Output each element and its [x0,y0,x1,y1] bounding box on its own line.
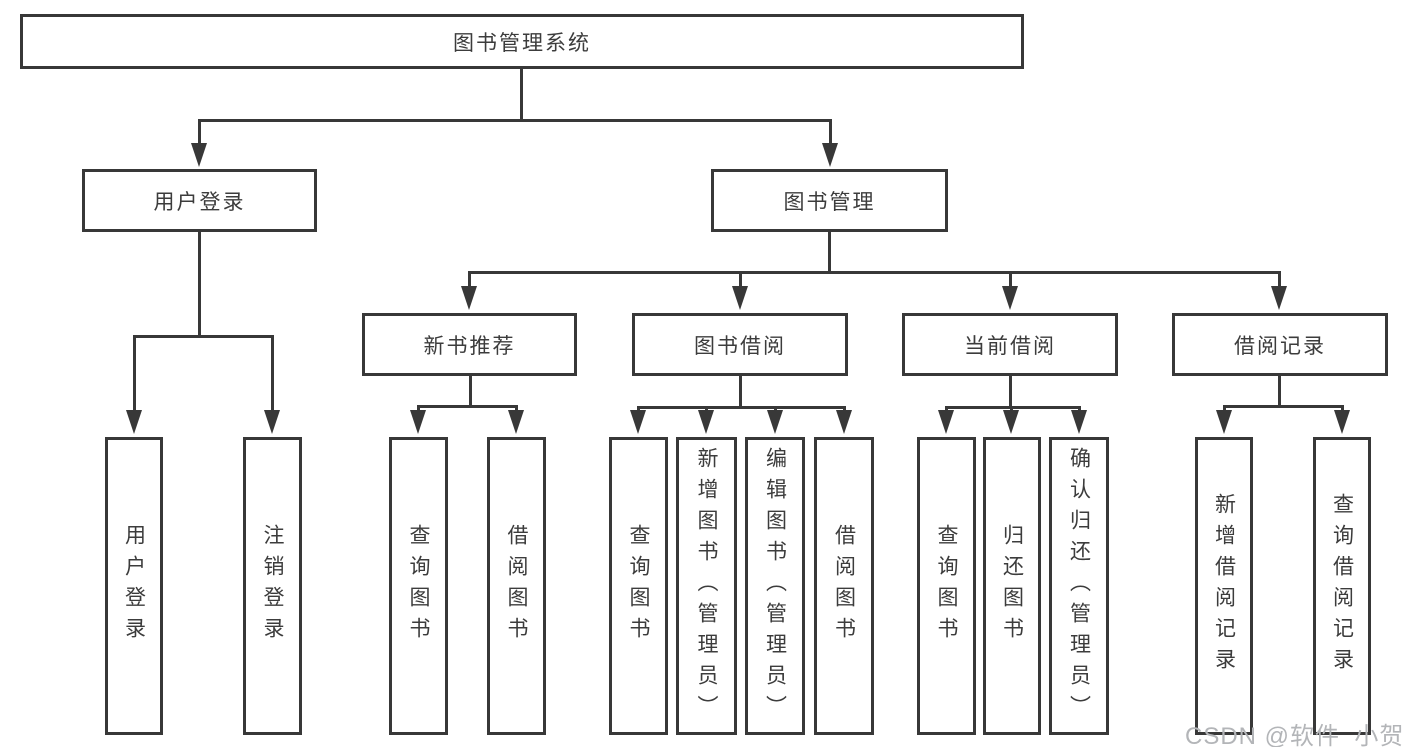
connector-line [1278,376,1281,408]
leaf-borrow-books-label: 借阅图书 [832,524,856,648]
node-book-management-label: 图书管理 [783,190,876,214]
connector-line [1278,271,1281,300]
leaf-query-books-recommend-label: 查询图书 [407,524,430,648]
node-new-book-recommend-label: 新书推荐 [423,334,516,358]
arrowhead-down-icon [126,410,142,434]
leaf-confirm-return-admin: 确认归还（管理员） [1049,437,1109,735]
connector-line [417,405,518,408]
leaf-logout-label: 注销登录 [261,524,284,648]
leaf-user-login: 用户登录 [105,437,163,735]
connector-line [1223,405,1344,408]
arrowhead-down-icon [1216,410,1232,434]
leaf-borrow-books-recommend: 借阅图书 [487,437,546,735]
arrowhead-down-icon [508,410,524,434]
leaf-confirm-return-admin-label: 确认归还（管理员） [1067,446,1091,726]
node-current-borrowing: 当前借阅 [902,313,1118,376]
node-book-borrowing-label: 图书借阅 [694,334,786,358]
leaf-add-borrow-record: 新增借阅记录 [1195,437,1253,735]
leaf-add-borrow-record-label: 新增借阅记录 [1212,493,1236,679]
arrowhead-down-icon [410,410,426,434]
connector-line [198,119,201,157]
connector-line [133,335,136,424]
leaf-add-books-admin: 新增图书（管理员） [676,437,737,735]
arrowhead-down-icon [938,410,954,434]
connector-line [637,406,846,409]
leaf-logout: 注销登录 [243,437,302,735]
connector-line [829,119,832,157]
csdn-watermark: CSDN @软件_小贺同学 [1185,723,1405,747]
arrowhead-down-icon [1334,410,1350,434]
connector-line [468,271,471,300]
arrowhead-down-icon [461,286,477,310]
leaf-borrow-books: 借阅图书 [814,437,874,735]
connector-line [468,271,1281,274]
arrowhead-down-icon [264,410,280,434]
arrowhead-down-icon [732,286,748,310]
node-library-system: 图书管理系统 [20,14,1024,69]
connector-line [945,406,1081,409]
leaf-query-books-borrowing: 查询图书 [609,437,668,735]
leaf-borrow-books-recommend-label: 借阅图书 [505,524,528,648]
arrowhead-down-icon [698,410,714,434]
arrowhead-down-icon [630,410,646,434]
leaf-return-books: 归还图书 [983,437,1041,735]
arrowhead-down-icon [1002,286,1018,310]
connector-line [469,376,472,408]
connector-line [271,335,274,424]
arrowhead-down-icon [822,143,838,167]
arrowhead-down-icon [1071,410,1087,434]
connector-line [198,232,201,338]
connector-line [520,69,523,122]
arrowhead-down-icon [767,410,783,434]
connector-line [739,376,742,409]
leaf-user-login-label: 用户登录 [122,524,146,648]
node-borrowing-records-label: 借阅记录 [1234,334,1326,358]
node-new-book-recommend: 新书推荐 [362,313,577,376]
leaf-query-books-current-label: 查询图书 [935,524,958,648]
arrowhead-down-icon [1003,410,1019,434]
leaf-edit-books-admin: 编辑图书（管理员） [745,437,805,735]
leaf-query-books-recommend: 查询图书 [389,437,448,735]
node-current-borrowing-label: 当前借阅 [964,334,1056,358]
leaf-edit-books-admin-label: 编辑图书（管理员） [763,446,787,726]
node-book-management: 图书管理 [711,169,948,232]
leaf-query-borrow-record-label: 查询借阅记录 [1330,493,1354,679]
connector-line [1009,271,1012,300]
node-user-login: 用户登录 [82,169,317,232]
connector-line [739,271,742,300]
connector-line [828,232,831,274]
leaf-query-books-current: 查询图书 [917,437,976,735]
arrowhead-down-icon [191,143,207,167]
leaf-return-books-label: 归还图书 [1000,524,1024,648]
node-library-system-label: 图书管理系统 [453,31,591,55]
node-user-login-label: 用户登录 [153,190,246,214]
arrowhead-down-icon [836,410,852,434]
connector-line [1009,376,1012,409]
leaf-query-borrow-record: 查询借阅记录 [1313,437,1371,735]
connector-line [133,335,274,338]
connector-line [198,119,832,122]
node-book-borrowing: 图书借阅 [632,313,848,376]
arrowhead-down-icon [1271,286,1287,310]
leaf-add-books-admin-label: 新增图书（管理员） [695,446,718,726]
node-borrowing-records: 借阅记录 [1172,313,1388,376]
leaf-query-books-borrowing-label: 查询图书 [627,524,650,648]
